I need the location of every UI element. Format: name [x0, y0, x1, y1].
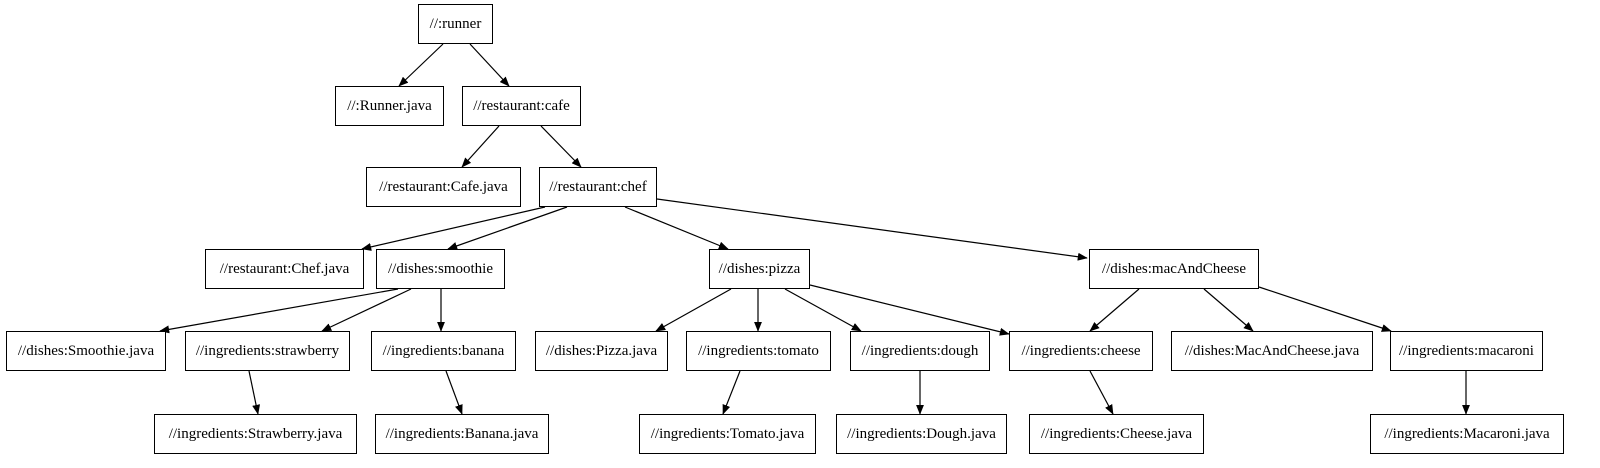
graph-node-ing_tomato[interactable]: //ingredients:tomato: [686, 331, 831, 371]
graph-node-dishes_pizza[interactable]: //dishes:pizza: [709, 249, 810, 289]
graph-node-restaurant_chef[interactable]: //restaurant:chef: [539, 167, 657, 207]
graph-node-cafe_java[interactable]: //restaurant:Cafe.java: [366, 167, 521, 207]
graph-node-dough_java[interactable]: //ingredients:Dough.java: [836, 414, 1007, 454]
graph-node-label: //restaurant:Cafe.java: [379, 178, 508, 195]
graph-node-label: //ingredients:tomato: [698, 342, 819, 359]
graph-node-label: //ingredients:Banana.java: [385, 425, 539, 442]
graph-node-label: //ingredients:dough: [861, 342, 979, 359]
graph-node-label: //restaurant:chef: [549, 178, 647, 195]
graph-node-label: //restaurant:cafe: [473, 97, 570, 114]
graph-node-dishes_smoothie[interactable]: //dishes:smoothie: [376, 249, 505, 289]
graph-node-label: //ingredients:Strawberry.java: [168, 425, 343, 442]
graph-node-label: //ingredients:Macaroni.java: [1384, 425, 1550, 442]
graph-node-label: //:runner: [429, 15, 482, 32]
graph-node-chef_java[interactable]: //restaurant:Chef.java: [205, 249, 364, 289]
graph-node-dishes_macandcheese[interactable]: //dishes:macAndCheese: [1089, 249, 1259, 289]
graph-node-smoothie_java[interactable]: //dishes:Smoothie.java: [6, 331, 166, 371]
graph-node-label: //ingredients:Cheese.java: [1040, 425, 1193, 442]
graph-node-label: //:Runner.java: [347, 97, 432, 114]
graph-node-label: //dishes:Pizza.java: [545, 342, 658, 359]
graph-node-label: //ingredients:macaroni: [1399, 342, 1534, 359]
graph-node-tomato_java[interactable]: //ingredients:Tomato.java: [639, 414, 816, 454]
graph-node-restaurant_cafe[interactable]: //restaurant:cafe: [462, 86, 581, 126]
graph-node-label: //ingredients:cheese: [1021, 342, 1141, 359]
graph-node-label: //dishes:Smoothie.java: [17, 342, 155, 359]
graph-node-label: //ingredients:strawberry: [195, 342, 340, 359]
graph-node-runner_java[interactable]: //:Runner.java: [335, 86, 444, 126]
graph-node-label: //dishes:pizza: [718, 260, 801, 277]
graph-node-macandcheese_java[interactable]: //dishes:MacAndCheese.java: [1171, 331, 1373, 371]
graph-node-label: //restaurant:Chef.java: [219, 260, 350, 277]
graph-node-ing_banana[interactable]: //ingredients:banana: [371, 331, 516, 371]
graph-node-ing_macaroni[interactable]: //ingredients:macaroni: [1390, 331, 1543, 371]
graph-node-label: //dishes:macAndCheese: [1101, 260, 1247, 277]
graph-node-ing_cheese[interactable]: //ingredients:cheese: [1009, 331, 1153, 371]
graph-node-macaroni_java[interactable]: //ingredients:Macaroni.java: [1370, 414, 1564, 454]
graph-node-banana_java[interactable]: //ingredients:Banana.java: [375, 414, 549, 454]
graph-node-pizza_java[interactable]: //dishes:Pizza.java: [535, 331, 668, 371]
graph-node-label: //dishes:MacAndCheese.java: [1184, 342, 1360, 359]
graph-node-label: //ingredients:Dough.java: [847, 425, 996, 442]
graph-node-label: //ingredients:Tomato.java: [650, 425, 805, 442]
graph-node-label: //ingredients:banana: [382, 342, 505, 359]
graph-node-cheese_java[interactable]: //ingredients:Cheese.java: [1029, 414, 1204, 454]
graph-node-ing_strawberry[interactable]: //ingredients:strawberry: [185, 331, 350, 371]
graph-node-strawberry_java[interactable]: //ingredients:Strawberry.java: [154, 414, 357, 454]
graph-node-label: //dishes:smoothie: [388, 260, 493, 277]
graph-node-ing_dough[interactable]: //ingredients:dough: [850, 331, 990, 371]
graph-node-runner[interactable]: //:runner: [418, 4, 493, 44]
